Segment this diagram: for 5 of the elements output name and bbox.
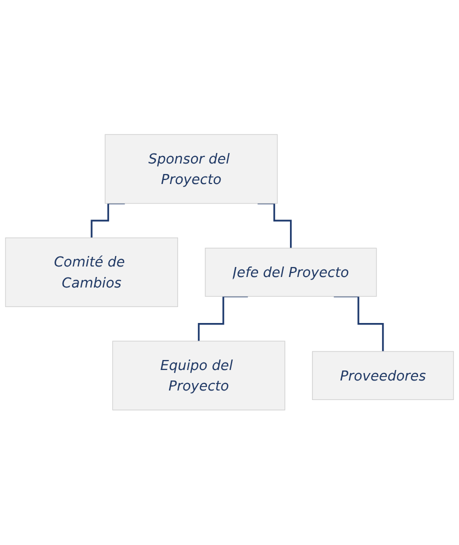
node-box: Comité de Cambios bbox=[5, 238, 178, 308]
node-box: Equipo del Proyecto bbox=[112, 341, 286, 411]
node-box: Proveedores bbox=[312, 351, 454, 400]
node-box: Jefe del Proyecto bbox=[204, 248, 377, 297]
node-box: Sponsor del Proyecto bbox=[104, 134, 278, 204]
